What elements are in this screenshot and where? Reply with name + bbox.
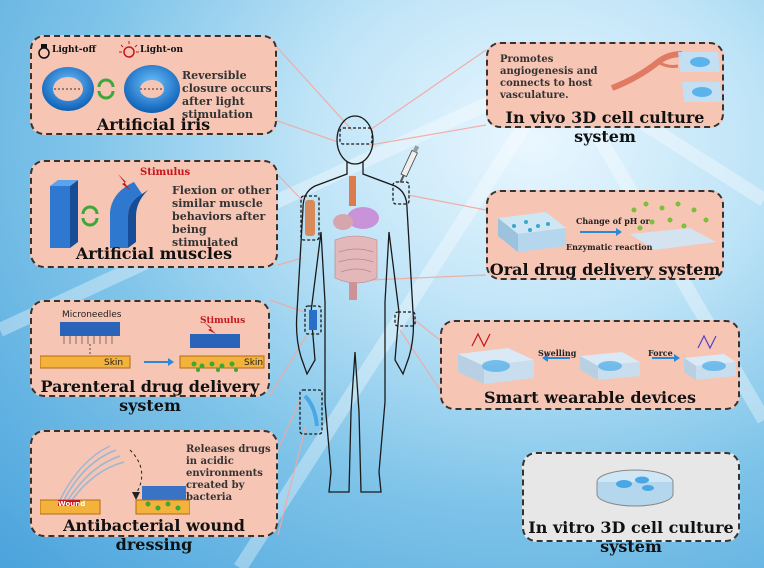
wearable-illustration <box>458 332 736 384</box>
light-off-bulb-icon <box>38 44 50 59</box>
microneedle-illustration <box>40 322 265 372</box>
wound-dressing-illustration <box>40 445 190 515</box>
petri-dish-illustration <box>596 469 674 507</box>
wound-dressing-panel: Wound Releases drugs in acidic environme… <box>30 430 278 554</box>
skin-label-right: Skin <box>244 358 264 368</box>
muscle-stimulus-label: Stimulus <box>140 167 191 178</box>
iris-title: Artificial iris <box>96 115 211 134</box>
ph-change-label: Change of pH or <box>576 216 650 226</box>
oral-title: Oral drug delivery system <box>489 260 721 279</box>
human-body-outline <box>295 115 420 493</box>
wound-label: Wound <box>58 500 86 508</box>
parenteral-stimulus-label: Stimulus <box>200 316 246 326</box>
parenteral-panel: Microneedles Stimulus Skin Skin Parenter… <box>30 300 270 415</box>
in-vitro-title: In vitro 3D cell culture system <box>528 518 734 556</box>
muscle-bending-illustration <box>50 174 148 248</box>
iris-rings-illustration <box>42 65 180 113</box>
wound-title: Antibacterial wound dressing <box>63 516 245 554</box>
wearable-title: Smart wearable devices <box>483 388 697 407</box>
iris-description: Reversible closure occurs after light st… <box>182 69 272 121</box>
vasculature-illustration <box>610 51 722 102</box>
parenteral-title: Parenteral drug delivery system <box>40 377 260 415</box>
oral-drug-panel: Change of pH or Enzymatic reaction Oral … <box>486 190 724 280</box>
light-off-label: Light-off <box>52 45 96 55</box>
light-on-label: Light-on <box>140 45 184 55</box>
in-vivo-panel: Promotes angiogenesis and connects to ho… <box>486 42 724 146</box>
enzymatic-reaction-label: Enzymatic reaction <box>566 242 653 252</box>
wearable-panel: Swelling Force Smart wearable devices <box>440 320 740 410</box>
in-vivo-description: Promotes angiogenesis and connects to ho… <box>500 54 598 101</box>
force-label: Force <box>648 348 673 358</box>
artificial-muscles-panel: Stimulus Flexion or other similar muscle… <box>30 160 278 268</box>
wound-description: Releases drugs in acidic environments cr… <box>186 444 271 503</box>
microneedles-label: Microneedles <box>62 310 122 320</box>
swelling-label: Swelling <box>538 348 577 358</box>
in-vivo-title: In vivo 3D cell culture system <box>505 108 705 146</box>
light-on-bulb-icon <box>119 41 139 58</box>
skin-label-left: Skin <box>104 358 124 368</box>
muscles-description: Flexion or other similar muscle behavior… <box>172 184 272 249</box>
muscles-title: Artificial muscles <box>75 244 233 263</box>
artificial-iris-panel: Light-off Light-on Reversible closure oc… <box>30 35 277 135</box>
in-vitro-panel: In vitro 3D cell culture system <box>522 452 740 556</box>
oral-release-illustration <box>498 201 716 252</box>
